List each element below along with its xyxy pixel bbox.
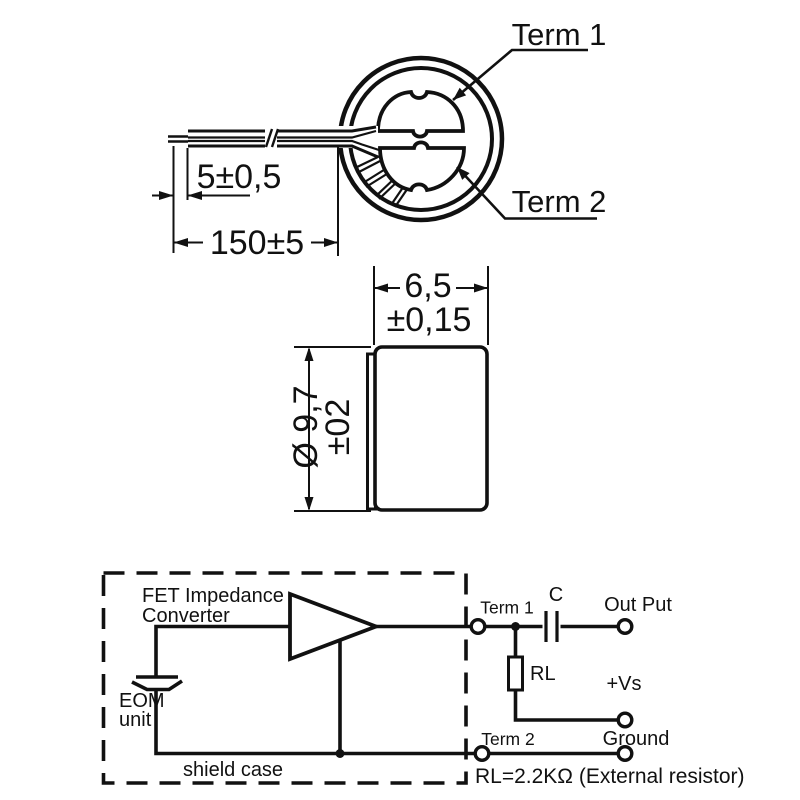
extension-line	[373, 266, 489, 345]
junction-dot	[511, 622, 520, 631]
eom-diaphragm-plate	[131, 679, 183, 692]
leader-line	[452, 48, 588, 101]
diameter-dim-label: Ø 9,7	[287, 385, 325, 468]
capacitor-label: C	[549, 584, 563, 606]
wire-rl-to-vs	[513, 690, 618, 722]
output-label: Out Put	[604, 594, 672, 616]
cable-top-outline	[188, 125, 377, 133]
strip-length-dim-label: 5±0,5	[197, 158, 282, 196]
term1-callout: Term 1	[452, 17, 607, 101]
spoke-line	[354, 155, 383, 174]
wire-eom-to-amp	[154, 624, 290, 677]
fet-label-line2: Converter	[142, 605, 230, 627]
arrowhead	[474, 283, 488, 293]
cable-bottom-outline	[188, 144, 379, 159]
width-tolerance-label: ±0,15	[387, 301, 472, 339]
width-dim-label: 6,5	[404, 267, 451, 305]
term1-label: Term 1	[512, 17, 607, 52]
dim-strip-length: 5±0,5	[152, 146, 281, 253]
term2-terminal	[473, 745, 491, 763]
arrowhead	[304, 497, 314, 511]
bare-wire-tips	[168, 135, 188, 143]
ground-terminal	[616, 745, 634, 763]
supply-label: +Vs	[606, 673, 641, 695]
eom-capsule-symbol	[131, 675, 183, 692]
wire-ground-rail	[154, 690, 475, 756]
term2-callout: Term 2	[456, 166, 607, 220]
diameter-dim-text-group: Ø 9,7 ±02	[287, 385, 357, 468]
dim-cable-length: 150±5	[173, 147, 339, 262]
shield-case-label: shield case	[183, 759, 283, 781]
cable-inner-conductor-top	[188, 129, 377, 139]
term2-label: Term 2	[512, 184, 607, 219]
circuit-schematic: FET Impedance Converter EOM unit shield …	[101, 571, 745, 788]
circuit-term1-label: Term 1	[480, 598, 533, 618]
diameter-tolerance-label: ±02	[319, 399, 357, 455]
term1-terminal	[469, 618, 487, 636]
arrowhead	[453, 87, 467, 100]
arrowhead	[324, 238, 338, 247]
cable-break-icon	[264, 128, 280, 148]
side-view: 6,5 ±0,15 Ø 9,7 ±02	[287, 266, 489, 512]
dim-width: 6,5 ±0,15	[373, 266, 489, 345]
junction-dot	[335, 749, 345, 758]
load-resistor-label: RL	[530, 663, 556, 685]
circuit-term2-label: Term 2	[481, 729, 534, 749]
eom-label-line2: unit	[119, 709, 152, 731]
leader-line	[456, 166, 597, 220]
arrowhead	[304, 347, 314, 361]
dim-diameter: Ø 9,7 ±02	[287, 346, 371, 512]
fet-amp-symbol	[288, 591, 382, 662]
eom-label-line1: EOM	[119, 690, 165, 712]
terminal-pad-2	[378, 140, 466, 193]
cable-length-dim-label: 150±5	[210, 224, 304, 262]
arrowhead	[187, 191, 202, 200]
output-terminal	[616, 618, 634, 636]
capsule-body	[373, 345, 489, 512]
ground-label: Ground	[603, 728, 670, 750]
arrowhead	[159, 191, 174, 200]
fet-label-line1: FET Impedance	[142, 585, 284, 607]
extension-line	[294, 346, 371, 512]
arrowhead	[173, 238, 188, 247]
lead-cable	[168, 125, 380, 159]
vs-terminal	[616, 711, 634, 729]
arrowhead	[457, 167, 470, 180]
external-resistor-note: RL=2.2KΩ (External resistor)	[475, 765, 745, 788]
top-view: 5±0,5 150±5 Term 1 Term 2	[152, 17, 606, 262]
terminal-pad-1	[376, 90, 465, 139]
load-resistor-symbol	[507, 655, 524, 692]
dim-text-mask	[203, 228, 311, 256]
capacitor-symbol	[544, 611, 559, 642]
shield-case-boundary	[101, 571, 468, 785]
arrowhead	[374, 283, 388, 293]
